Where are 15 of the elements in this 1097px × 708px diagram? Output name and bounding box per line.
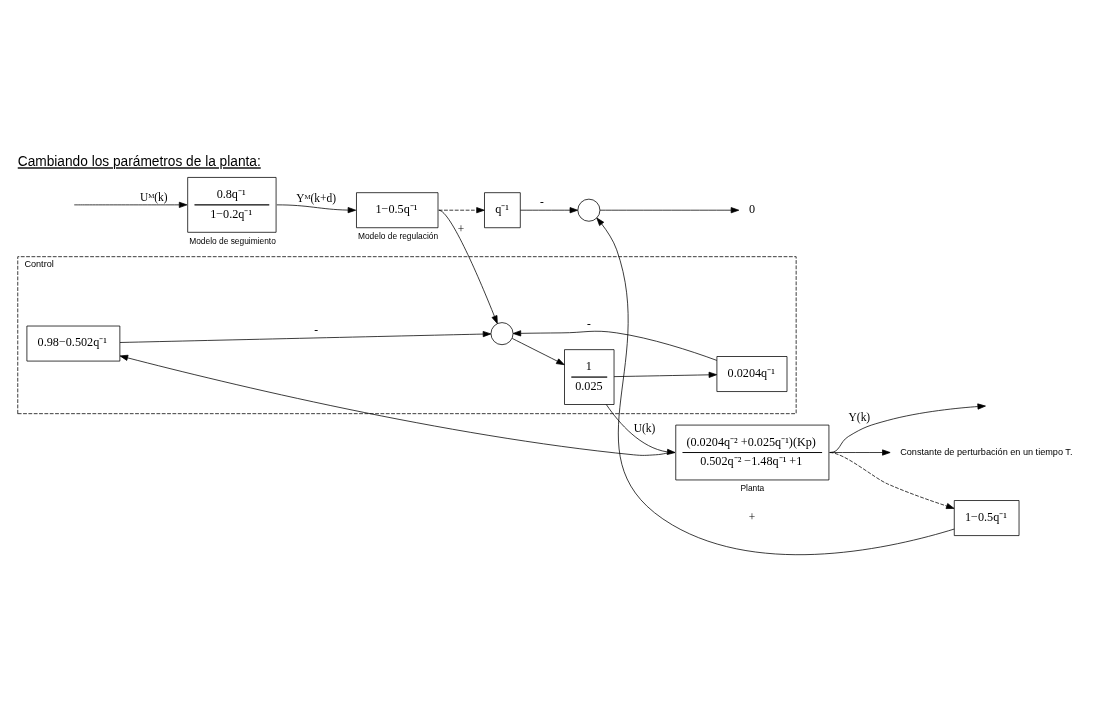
edge-label: + — [748, 511, 756, 524]
edge-label: Uᴹ(k) — [139, 191, 168, 204]
node-text: Constante de perturbación en un tiempo T. — [900, 446, 1073, 457]
node-label: Modelo de regulación — [358, 231, 439, 241]
edge-label: - — [314, 324, 318, 337]
edge-label: - — [540, 196, 544, 209]
edge-label: U(k) — [633, 421, 656, 434]
node-label: Modelo de seguimiento — [189, 235, 276, 246]
diagram-title: Cambiando los parámetros de la planta: — [17, 154, 261, 170]
edge-label: - — [586, 317, 591, 330]
edge-label: + — [457, 223, 465, 236]
node-text: 0 — [748, 202, 755, 217]
edge-label: Y(k) — [848, 411, 871, 424]
node-label: Planta — [740, 483, 765, 494]
edge-label: Yᴹ(k+d) — [296, 191, 337, 204]
